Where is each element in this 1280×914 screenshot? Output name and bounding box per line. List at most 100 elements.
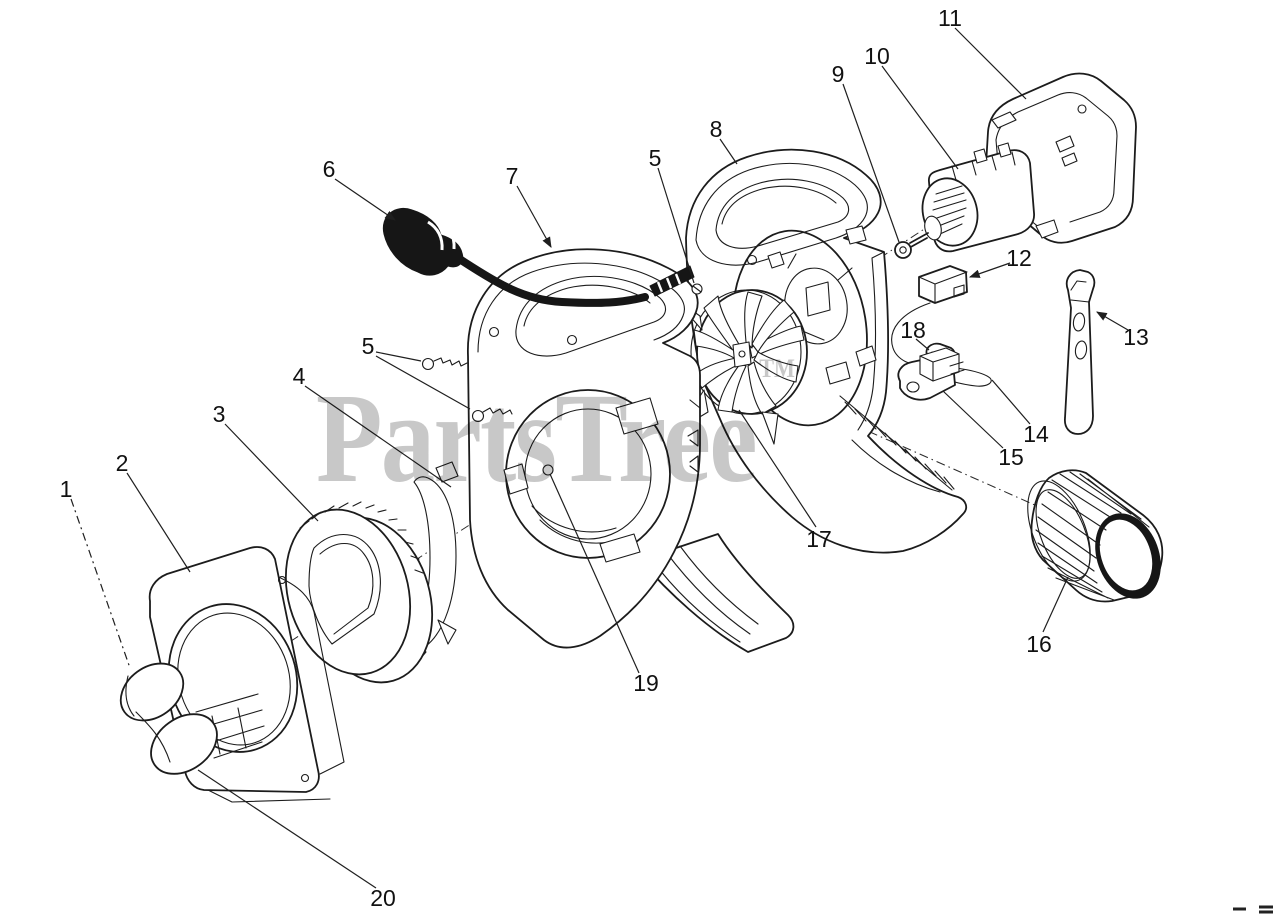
cover-grille — [195, 693, 265, 759]
front-tube-half — [639, 533, 795, 653]
callout-2-leader — [126, 472, 191, 573]
callout-10-leader — [881, 65, 959, 170]
callout-labels: 1 2 3 4 5 6 7 5 8 9 10 11 12 13 18 14 15… — [60, 5, 1149, 911]
rear-handle-hole — [715, 178, 850, 249]
pin-19 — [542, 464, 554, 476]
callout-3-label: 3 — [213, 401, 226, 427]
front-edge-notches — [687, 399, 701, 473]
strap-hole-lower — [1074, 340, 1088, 360]
part-12-switch — [918, 265, 968, 304]
callout-16-label: 16 — [1026, 631, 1052, 657]
washer-outer — [894, 241, 912, 259]
fan-hub-bore — [738, 350, 746, 358]
filter-knurl — [299, 501, 424, 574]
callout-2-label: 2 — [116, 450, 129, 476]
part-15-switch-assembly — [897, 347, 965, 401]
callout-15-label: 15 — [998, 444, 1024, 470]
plug-collar-ridges — [427, 216, 456, 251]
part-8-rear-handle-housing — [685, 148, 968, 554]
cover-screw-boss — [300, 773, 310, 783]
part-13-support-strap — [1064, 269, 1096, 435]
vane-fold-lines — [125, 675, 171, 763]
serrated-band-edges — [839, 395, 953, 493]
nozzle-left-rim — [1027, 480, 1091, 582]
callout-10-label: 10 — [864, 43, 890, 69]
screw-c-slot — [692, 285, 702, 293]
callout-11-leader — [954, 27, 1027, 100]
shroud-clip-tabs — [503, 397, 659, 563]
fan-blade — [749, 325, 805, 359]
rear-housing-outline — [685, 148, 968, 554]
part-16-nozzle — [1027, 469, 1164, 603]
callout-18-label: 18 — [900, 317, 926, 343]
callout-5l-leader — [375, 351, 471, 410]
cover-depth-walls — [207, 575, 345, 803]
front-screw-hole — [488, 326, 500, 338]
fan-blade — [747, 361, 777, 415]
filter-d-hole-inner — [319, 542, 374, 635]
fan-blade — [751, 299, 795, 353]
fan-blade — [753, 351, 799, 383]
screw-b-head — [471, 409, 485, 423]
motor-shaft — [908, 232, 929, 249]
fan-hub — [732, 341, 752, 368]
callout-18-leader — [915, 338, 930, 351]
washer-inner — [899, 246, 907, 254]
part-5-screws — [421, 283, 703, 423]
wire-loop — [891, 302, 992, 387]
switch-detail — [918, 271, 968, 304]
screw-a-thread — [433, 357, 468, 367]
callout-13-leader — [1096, 311, 1129, 331]
callout-9-label: 9 — [832, 61, 845, 87]
callout-9-leader — [842, 83, 900, 243]
strap-hole-upper — [1072, 312, 1086, 332]
fan-blade — [717, 363, 747, 413]
rear-housing-feet — [825, 345, 877, 385]
callout-1-leader — [70, 498, 131, 669]
callout-5l-label: 5 — [362, 333, 375, 359]
fan-rim-inner — [690, 289, 802, 415]
callout-14-label: 14 — [1023, 421, 1049, 447]
callout-11-label: 11 — [938, 5, 962, 31]
fan-blade — [744, 291, 763, 349]
vane-upper-lobe — [119, 662, 185, 722]
part-3-intake-filter-ring — [284, 501, 434, 684]
motor-cover-screw-hole — [1077, 104, 1087, 114]
nozzle-ribs — [1035, 471, 1150, 601]
callout-17-leader — [738, 409, 817, 528]
callout-17-label: 17 — [806, 526, 832, 552]
callout-5t-leader — [657, 167, 695, 284]
callout-7-label: 7 — [506, 163, 519, 189]
axis-nozzle — [851, 423, 1047, 511]
callout-13-label: 13 — [1123, 324, 1149, 350]
switch-body — [918, 265, 968, 304]
rear-housing-clips — [767, 225, 867, 269]
plug-head — [382, 208, 464, 276]
callout-12-leader — [968, 262, 1011, 278]
callout-12-label: 12 — [1006, 245, 1032, 271]
callout-leaders — [70, 27, 1129, 889]
front-screw-hole — [566, 334, 578, 346]
callout-8-leader — [719, 138, 738, 165]
motor-laminations — [932, 185, 967, 235]
nozzle-left-rim-inner — [1035, 489, 1091, 579]
callout-5t-label: 5 — [649, 145, 662, 171]
rear-handle-molding-outer — [695, 162, 868, 266]
front-handle-hole-inner — [523, 284, 651, 327]
cover-screw-boss — [277, 575, 287, 585]
motor-commutator — [924, 215, 942, 241]
part-10-motor — [908, 142, 1035, 253]
cord — [448, 250, 649, 307]
part-9-washer — [894, 241, 912, 259]
fan-blade — [703, 295, 741, 353]
callout-8-label: 8 — [710, 116, 723, 142]
motor-cover-tabs — [991, 111, 1059, 239]
cover-hole-inner — [177, 612, 291, 746]
filter-d-hole — [308, 534, 381, 645]
callout-7-leader — [516, 185, 552, 248]
callout-4-leader — [304, 385, 452, 488]
rear-plate-edge — [857, 251, 885, 431]
